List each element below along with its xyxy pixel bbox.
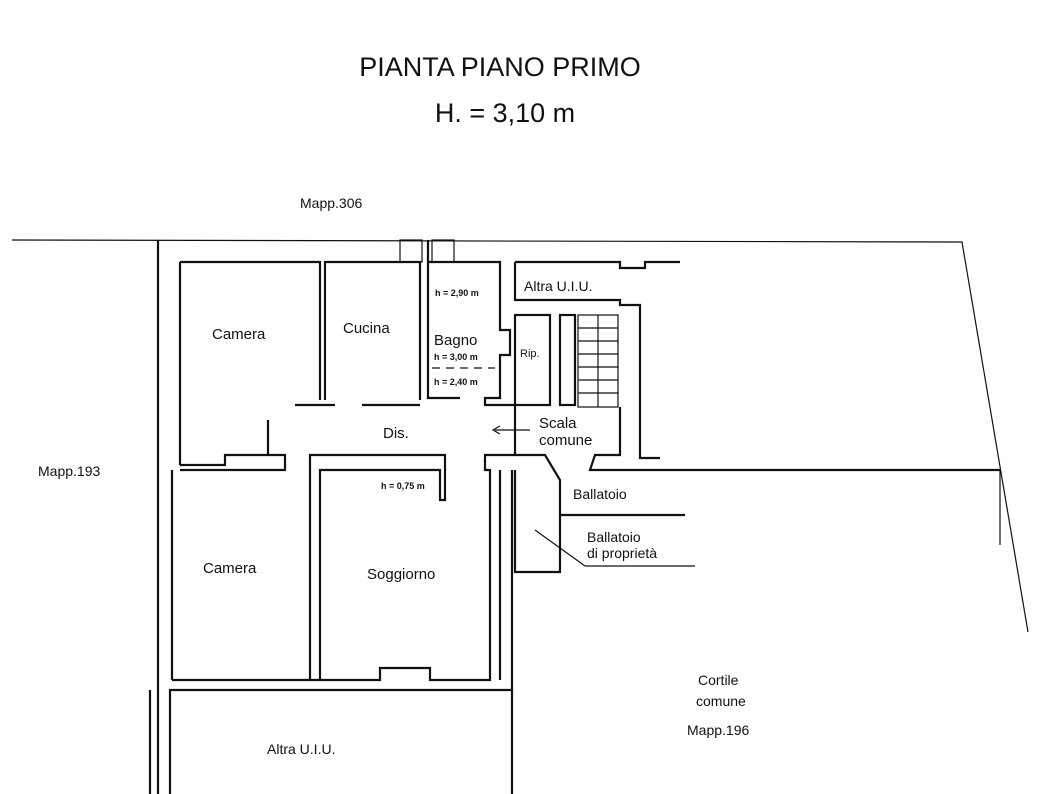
height-note: h = 2,40 m bbox=[434, 377, 478, 387]
wall bbox=[168, 688, 514, 794]
room-camera-top: Camera bbox=[212, 326, 266, 343]
label-mapp-306: Mapp.306 bbox=[300, 195, 363, 211]
stair-steps bbox=[577, 314, 619, 408]
room-rip: Rip. bbox=[520, 348, 540, 360]
height-note: h = 3,00 m bbox=[434, 352, 478, 362]
label-mapp-196: Mapp.196 bbox=[687, 722, 750, 738]
room-altra-uiu-top: Altra U.I.U. bbox=[524, 278, 593, 294]
window bbox=[431, 239, 455, 263]
wall bbox=[515, 260, 680, 270]
arrow-icon bbox=[491, 425, 501, 435]
label-ballatoio: Ballatoio bbox=[573, 486, 627, 502]
room-bagno: Bagno bbox=[434, 332, 478, 349]
label-cortile-comune: comune bbox=[696, 693, 746, 709]
plan-title: PIANTA PIANO PRIMO bbox=[359, 52, 641, 82]
wall bbox=[308, 453, 447, 680]
room-soggiorno: Soggiorno bbox=[367, 566, 436, 583]
floor-height: H. = 3,10 m bbox=[434, 98, 576, 128]
room-dis: Dis. bbox=[383, 425, 409, 442]
wall bbox=[588, 407, 1000, 472]
wall bbox=[513, 262, 660, 460]
scala-label: Scala bbox=[539, 415, 577, 432]
property-boundary bbox=[11, 239, 1029, 633]
stair-shaft bbox=[558, 313, 577, 407]
room-camera-bottom: Camera bbox=[203, 560, 257, 577]
leader-line bbox=[534, 529, 586, 567]
wall bbox=[426, 240, 460, 400]
label-ballatoio-proprieta-2: di proprietà bbox=[587, 545, 658, 561]
label-mapp-193: Mapp.193 bbox=[38, 463, 101, 479]
wall bbox=[172, 453, 515, 682]
height-note: h = 0,75 m bbox=[381, 481, 425, 491]
label-cortile: Cortile bbox=[698, 672, 739, 688]
wall bbox=[428, 260, 515, 407]
wall bbox=[180, 453, 287, 472]
wall bbox=[323, 260, 422, 400]
wall bbox=[513, 405, 562, 574]
rip-room bbox=[513, 313, 552, 407]
window bbox=[399, 239, 423, 263]
height-note: h = 2,90 m bbox=[435, 288, 479, 298]
wall bbox=[180, 260, 322, 400]
room-cucina: Cucina bbox=[343, 320, 390, 337]
scala-comune-label: comune bbox=[539, 432, 593, 449]
room-altra-uiu-bottom: Altra U.I.U. bbox=[267, 741, 336, 757]
label-ballatoio-proprieta: Ballatoio bbox=[587, 529, 641, 545]
